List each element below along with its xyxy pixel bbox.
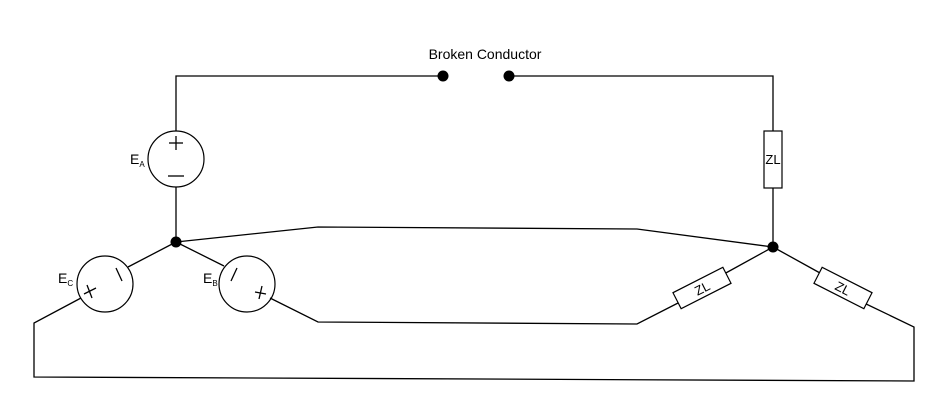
- phase-b-wire: [269, 297, 681, 325]
- neutral-to-eb-wire: [175, 241, 225, 267]
- load-zl-b-label: ZL: [692, 278, 712, 298]
- broken-conductor-label: Broken Conductor: [429, 46, 542, 62]
- load-neutral-to-zl-c-wire: [772, 246, 821, 274]
- load-zl-c: ZL: [813, 266, 873, 310]
- source-ec: [76, 255, 134, 313]
- neutral-to-ec-wire: [127, 241, 177, 268]
- source-ec-label: EC: [58, 270, 73, 288]
- phase-a-top-conductor-left: [175, 75, 443, 131]
- plus-icon-cross: [258, 285, 263, 300]
- break-terminal-right: [503, 70, 515, 82]
- load-neutral-to-zl-b-wire: [723, 246, 774, 275]
- load-zl-c-label: ZL: [833, 278, 853, 298]
- load-zl-c-box: [813, 266, 873, 310]
- load-zl-b: ZL: [672, 266, 732, 310]
- break-terminal-left: [437, 70, 449, 82]
- source-eb-label: EB: [203, 270, 218, 288]
- plus-icon-cross: [86, 284, 93, 299]
- load-zl-a-label: ZL: [765, 152, 780, 167]
- source-ea-label: EA: [130, 151, 145, 169]
- phase-c-return-wire: [33, 297, 915, 382]
- minus-icon: [230, 267, 238, 282]
- neutral-connection-wire: [175, 226, 774, 248]
- source-eb-circle: [218, 255, 276, 313]
- phase-a-top-conductor-right: [509, 75, 774, 131]
- minus-icon: [115, 267, 123, 282]
- source-ec-circle: [76, 255, 134, 313]
- load-zl-b-box: [672, 266, 732, 310]
- source-ea: [147, 130, 205, 188]
- source-eb: [218, 255, 276, 313]
